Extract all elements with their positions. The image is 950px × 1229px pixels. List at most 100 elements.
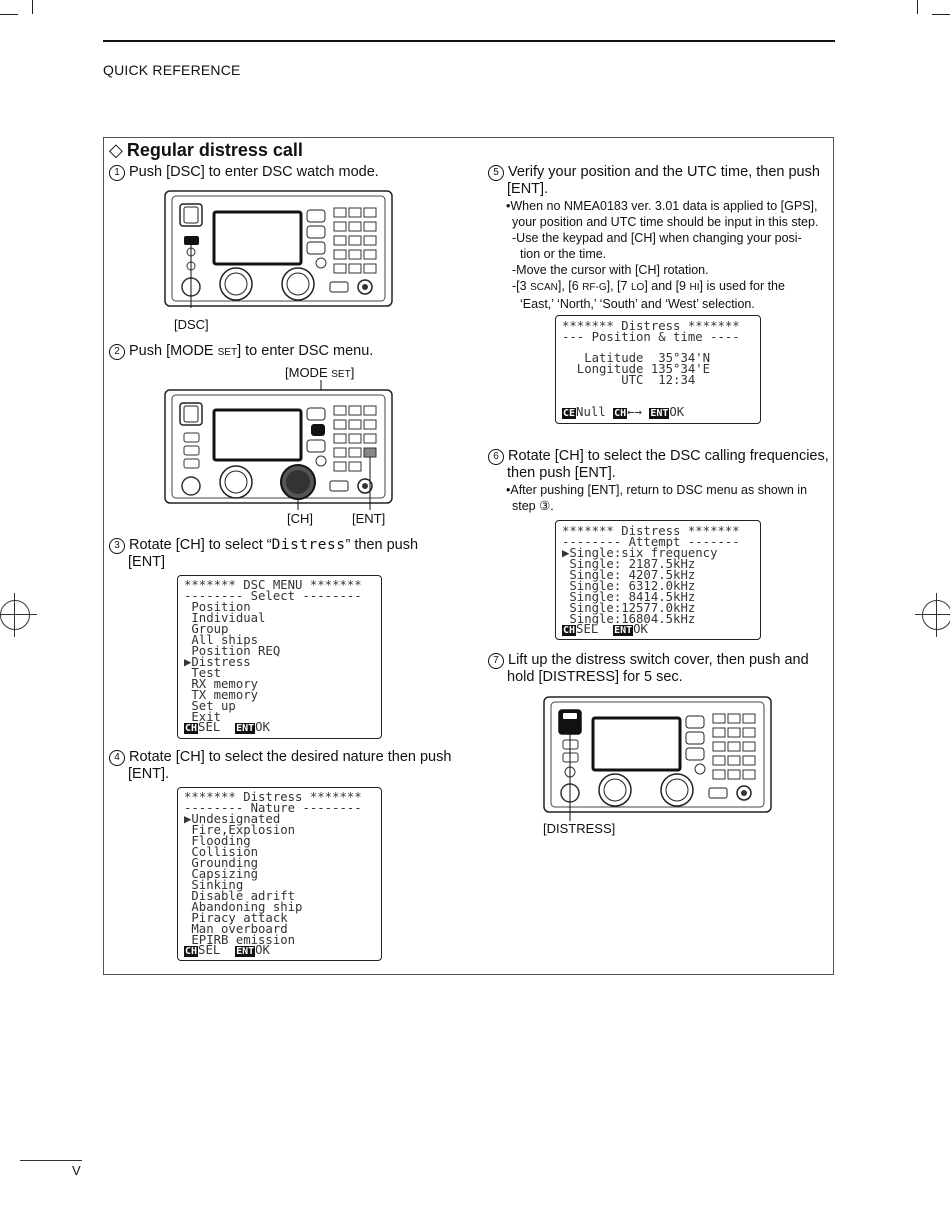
lcd-line: Single: 4207.5kHz — [562, 568, 696, 582]
lcd-softkeys: CHSEL ENTOK — [184, 720, 270, 735]
lcd-dsc-menu: ******* DSC MENU ******* -------- Select… — [177, 575, 382, 739]
softkey-text: ←→ — [627, 405, 650, 419]
lcd-line: Fire,Explosion — [184, 823, 296, 837]
softkey-text: Null — [576, 405, 614, 419]
note-part: ], [6 — [557, 279, 583, 293]
step-text: Rotate [CH] to select “ — [129, 537, 272, 553]
step-number: 3 — [109, 538, 125, 554]
lcd-line: Group — [184, 622, 229, 636]
note-part-smallcaps: LO — [630, 282, 645, 293]
label-part: [MODE — [285, 365, 332, 380]
ent-key-label: [ENT] — [352, 511, 386, 526]
softkey-ent: ENT — [235, 723, 256, 734]
radio-front-panel-2 — [164, 380, 393, 510]
note-part-smallcaps: RF-G — [582, 282, 607, 293]
footer-rule — [20, 1160, 82, 1161]
step-text: Lift up the distress switch cover, then … — [508, 652, 809, 668]
lcd-line: ******* Distress ******* — [562, 524, 740, 538]
step-number: 2 — [109, 344, 125, 360]
label-part-smallcaps: SET — [331, 369, 351, 380]
lcd-line: EPIRB emission — [184, 933, 296, 947]
label-part: ] — [350, 365, 355, 380]
softkey-ent: ENT — [649, 408, 670, 419]
softkey-text: OK — [255, 720, 270, 734]
lcd-line: -------- Nature -------- — [184, 801, 362, 815]
step-text: ] to enter DSC menu. — [237, 343, 374, 359]
note-line: ‘East,’ ‘North,’ ‘South’ and ‘West’ sele… — [520, 297, 755, 311]
lcd-line: Exit — [184, 710, 222, 724]
softkey-ce: CE — [562, 408, 577, 419]
lcd-line: RX memory — [184, 677, 259, 691]
lcd-line: Longitude 135°34'E — [562, 362, 711, 376]
lcd-distress-attempt: ******* Distress ******* -------- Attemp… — [555, 520, 761, 640]
note-part: ] and [9 — [644, 279, 690, 293]
note-after-ent: •After pushing [ENT], return to DSC menu… — [506, 482, 831, 514]
content-frame — [103, 137, 834, 975]
crop-mark — [0, 14, 18, 15]
note-line: -Use the keypad and [CH] when changing y… — [512, 231, 802, 245]
lcd-line: Position — [184, 600, 251, 614]
lcd-line: Position REQ — [184, 644, 281, 658]
lcd-distress-nature: ******* Distress ******* -------- Nature… — [177, 787, 382, 961]
lcd-line: Single:16804.5kHz — [562, 612, 696, 626]
lcd-position-time: ******* Distress ******* --- Position & … — [555, 315, 761, 424]
lcd-line: Single: 6312.0kHz — [562, 579, 696, 593]
note-line: •When no NMEA0183 ver. 3.01 data is appl… — [506, 199, 818, 213]
step-text-cont: hold [DISTRESS] for 5 sec. — [507, 669, 683, 685]
lcd-line: Abandoning ship — [184, 900, 303, 914]
crop-mark — [32, 0, 33, 14]
lcd-line: ******* Distress ******* — [184, 790, 362, 804]
header-rule — [103, 40, 835, 42]
step-text-cont: [ENT] — [128, 554, 166, 570]
softkey-text: SEL — [198, 943, 236, 957]
lcd-line: ******* DSC MENU ******* — [184, 578, 362, 592]
dsc-key-label: [DSC] — [174, 317, 209, 332]
softkey-text: OK — [633, 622, 648, 636]
section-label: QUICK REFERENCE — [103, 62, 241, 78]
registration-mark-left — [0, 593, 37, 637]
step-text-cont: [ENT]. — [128, 766, 170, 782]
note-line: -[3 SCAN], [6 RF-G], [7 LO] and [9 HI] i… — [506, 278, 831, 296]
lcd-line: All ships — [184, 633, 259, 647]
softkey-text: SEL — [576, 622, 614, 636]
note-line: tion or the time. — [520, 247, 607, 261]
lcd-softkeys: CHSEL ENTOK — [562, 622, 648, 637]
note-line: your position and UTC time should be inp… — [512, 215, 819, 229]
step-number: 6 — [488, 449, 504, 465]
note-part-smallcaps: SCAN — [530, 282, 558, 293]
note-part: -[3 — [512, 279, 531, 293]
note-nmea: •When no NMEA0183 ver. 3.01 data is appl… — [506, 198, 831, 312]
mode-set-key-label: [MODE SET] — [285, 365, 354, 380]
crop-mark — [932, 14, 950, 15]
step-number: 7 — [488, 653, 504, 669]
step-text: Push [MODE — [129, 343, 218, 359]
lcd-line: Single:12577.0kHz — [562, 601, 696, 615]
lcd-line: Test — [184, 666, 222, 680]
lcd-line: Sinking — [184, 878, 244, 892]
step-text: Rotate [CH] to select the desired nature… — [129, 749, 452, 765]
lcd-line: Capsizing — [184, 867, 259, 881]
note-part: ], [7 — [606, 279, 631, 293]
softkey-ent: ENT — [613, 625, 634, 636]
softkey-ent: ENT — [235, 946, 256, 957]
step-text-cont: then push [ENT]. — [507, 465, 616, 481]
softkey-ch: CH — [184, 723, 199, 734]
step-number: 5 — [488, 165, 504, 181]
lcd-line: Single: 2187.5kHz — [562, 557, 696, 571]
softkey-text: OK — [255, 943, 270, 957]
page-number: V — [72, 1163, 81, 1178]
step-number: 4 — [109, 750, 125, 766]
lcd-line: TX memory — [184, 688, 259, 702]
lcd-line: --- Position & time ---- — [562, 330, 740, 344]
note-line: -Move the cursor with [CH] rotation. — [512, 263, 709, 277]
lcd-line: ▶Distress — [184, 655, 251, 669]
note-line: step ③. — [512, 499, 554, 513]
step-text-cont: [ENT]. — [507, 181, 549, 197]
lcd-softkeys: CENull CH←→ ENTOK — [562, 405, 684, 420]
lcd-line: Latitude 35°34'N — [562, 351, 711, 365]
softkey-ch: CH — [184, 946, 199, 957]
lcd-line: Collision — [184, 845, 259, 859]
softkey-ch: CH — [562, 625, 577, 636]
